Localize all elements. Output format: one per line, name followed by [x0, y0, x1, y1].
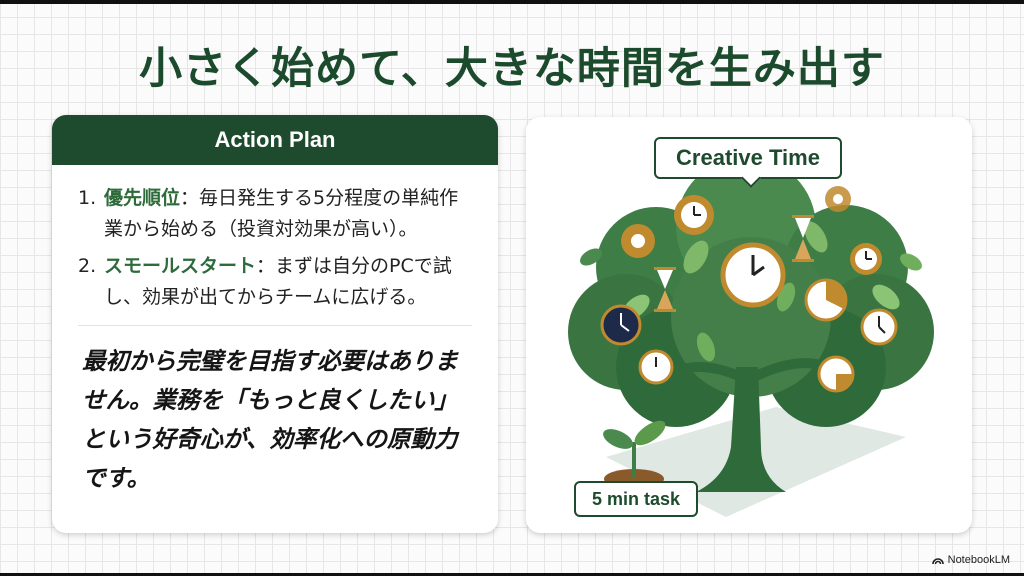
plan-item-text: まずは自分のPCで試し、効果が出てからチームに広げる。	[104, 255, 452, 308]
plan-item: 2. スモールスタート：まずは自分のPCで試し、効果が出てからチームに広げる。	[78, 251, 472, 313]
five-min-task-label: 5 min task	[574, 481, 698, 517]
action-plan-list: 1. 優先順位：毎日発生する5分程度の単純作業から始める（投資対効果が高い）。 …	[52, 165, 498, 313]
notebooklm-logo-icon	[931, 558, 944, 565]
clock-icon	[720, 242, 786, 308]
stopwatch-icon	[600, 304, 642, 346]
closing-quote: 最初から完璧を目指す必要はありません。業務を「もっと良くしたい」という好奇心が、…	[82, 347, 458, 492]
notebooklm-branding: NotebookLM	[931, 554, 1010, 566]
gear-icon	[825, 186, 851, 212]
bottom-frame-bar	[0, 573, 1024, 576]
plan-item-key: スモールスタート	[104, 255, 257, 277]
gear-icon	[674, 195, 714, 235]
plan-item-key: 優先順位	[104, 187, 181, 209]
brand-label: NotebookLM	[947, 554, 1010, 566]
plan-item-text: 毎日発生する5分程度の単純作業から始める（投資対効果が高い）。	[104, 187, 459, 240]
gear-icon	[621, 224, 655, 258]
tree-trunk	[696, 367, 786, 492]
creative-time-label: Creative Time	[654, 137, 842, 179]
tree-icon	[568, 157, 934, 517]
clock-icon	[860, 308, 898, 346]
top-frame-bar	[0, 0, 1024, 4]
action-plan-card: Action Plan 1. 優先順位：毎日発生する5分程度の単純作業から始める…	[52, 115, 498, 533]
plan-item-number: 2.	[78, 255, 97, 277]
plan-item: 1. 優先順位：毎日発生する5分程度の単純作業から始める（投資対効果が高い）。	[78, 183, 472, 245]
illustration-card: Creative Time 5 min task	[526, 117, 972, 533]
stopwatch-icon	[804, 278, 848, 322]
plan-item-separator: ：	[256, 255, 276, 277]
plan-item-separator: ：	[180, 187, 200, 209]
gear-icon	[850, 243, 882, 275]
slide-title: 小さく始めて、大きな時間を生み出す	[139, 44, 885, 94]
clock-icon	[638, 349, 674, 385]
hourglass-icon	[654, 267, 676, 312]
plan-item-body: 優先順位：毎日発生する5分程度の単純作業から始める（投資対効果が高い）。	[104, 183, 472, 245]
plan-item-number: 1.	[78, 187, 97, 209]
hourglass-icon	[792, 215, 814, 262]
divider	[78, 325, 472, 326]
plan-item-body: スモールスタート：まずは自分のPCで試し、効果が出てからチームに広げる。	[104, 251, 472, 313]
clock-icon	[817, 355, 855, 393]
action-plan-header: Action Plan	[52, 115, 498, 165]
